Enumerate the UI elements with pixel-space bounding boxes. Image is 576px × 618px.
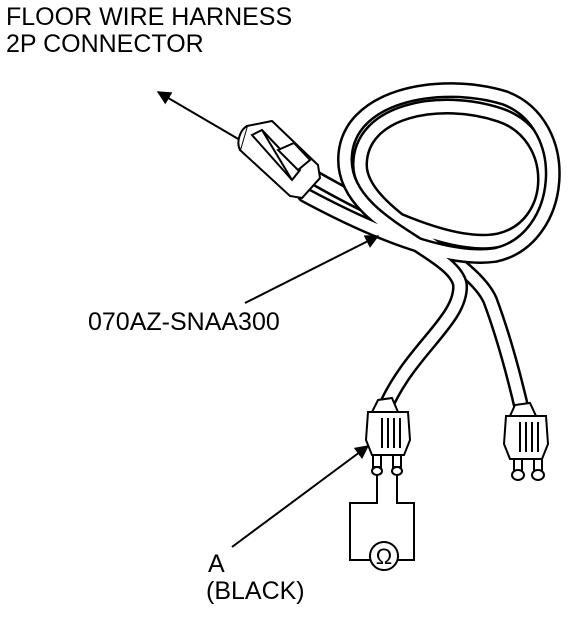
ohmmeter: Ω — [369, 541, 399, 571]
connector-arrow — [156, 91, 241, 141]
part-number-leader — [244, 235, 380, 304]
terminal-a-letter: A — [208, 550, 225, 578]
floor-harness-2p-connector — [237, 119, 322, 200]
connector-label: FLOOR WIRE HARNESS 2P CONNECTOR — [6, 4, 292, 58]
connector-label-line1: FLOOR WIRE HARNESS — [6, 3, 293, 31]
cable-loop — [297, 82, 561, 418]
test-lead-plug-b — [502, 401, 550, 481]
ohm-icon: Ω — [376, 544, 392, 569]
ohmmeter-circle — [369, 541, 399, 571]
terminal-a-label: A (BLACK) — [206, 551, 305, 605]
terminal-a-leader — [231, 445, 370, 548]
test-lead-plug-a — [364, 396, 412, 476]
terminal-a-color: (BLACK) — [206, 577, 305, 605]
part-number-label: 070AZ-SNAA300 — [88, 308, 280, 336]
connector-label-line2: 2P CONNECTOR — [6, 30, 204, 58]
ohmmeter-leads — [349, 475, 415, 561]
